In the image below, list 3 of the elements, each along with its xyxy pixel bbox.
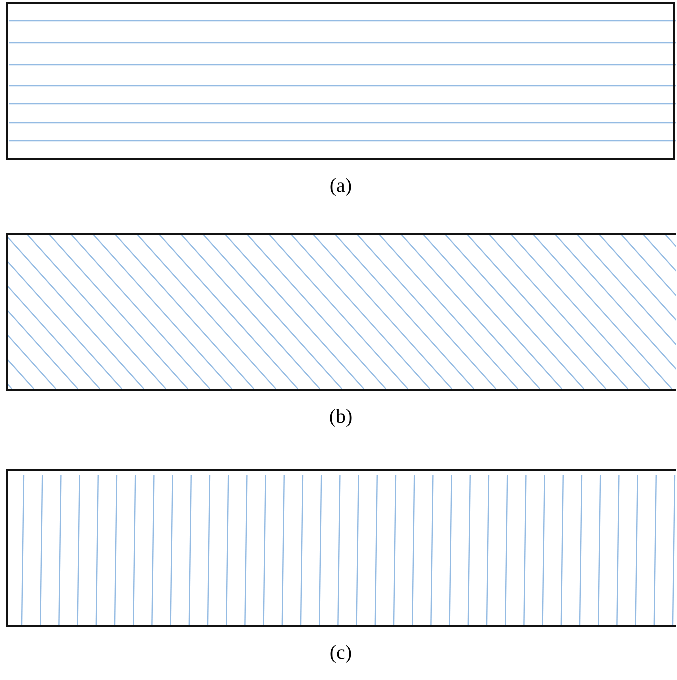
panel-label: (c) xyxy=(330,641,352,665)
panel-label: (a) xyxy=(330,174,352,198)
panel-label: (b) xyxy=(329,405,353,429)
